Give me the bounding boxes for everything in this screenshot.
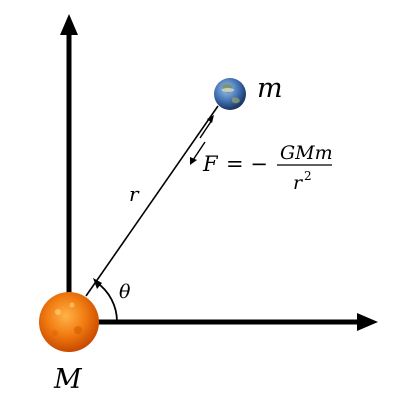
radius-line — [85, 105, 219, 297]
distance-label: r — [129, 182, 140, 206]
force-arrowhead-down — [190, 157, 197, 165]
x-axis-arrowhead — [357, 313, 378, 331]
earth-icon — [214, 78, 246, 110]
sun-mass-label: M — [53, 364, 83, 395]
angle-arc-arrowhead — [93, 278, 102, 289]
angle-arc — [95, 281, 118, 323]
formula-numerator: GMm — [280, 142, 333, 164]
force-arrow-down — [192, 141, 206, 161]
force-arrowhead-up — [207, 115, 214, 123]
angle-label: θ — [119, 281, 131, 303]
y-axis-arrowhead — [60, 14, 78, 35]
formula-equals-minus: = − — [226, 152, 268, 176]
sun-icon — [39, 292, 99, 352]
force-formula: F = − GMm r 2 — [202, 142, 333, 194]
formula-denominator: r — [293, 172, 304, 194]
formula-lhs: F — [202, 152, 219, 176]
formula-exponent: 2 — [304, 169, 312, 183]
force-arrow-up — [199, 119, 213, 139]
planet-mass-label: m — [257, 73, 283, 104]
